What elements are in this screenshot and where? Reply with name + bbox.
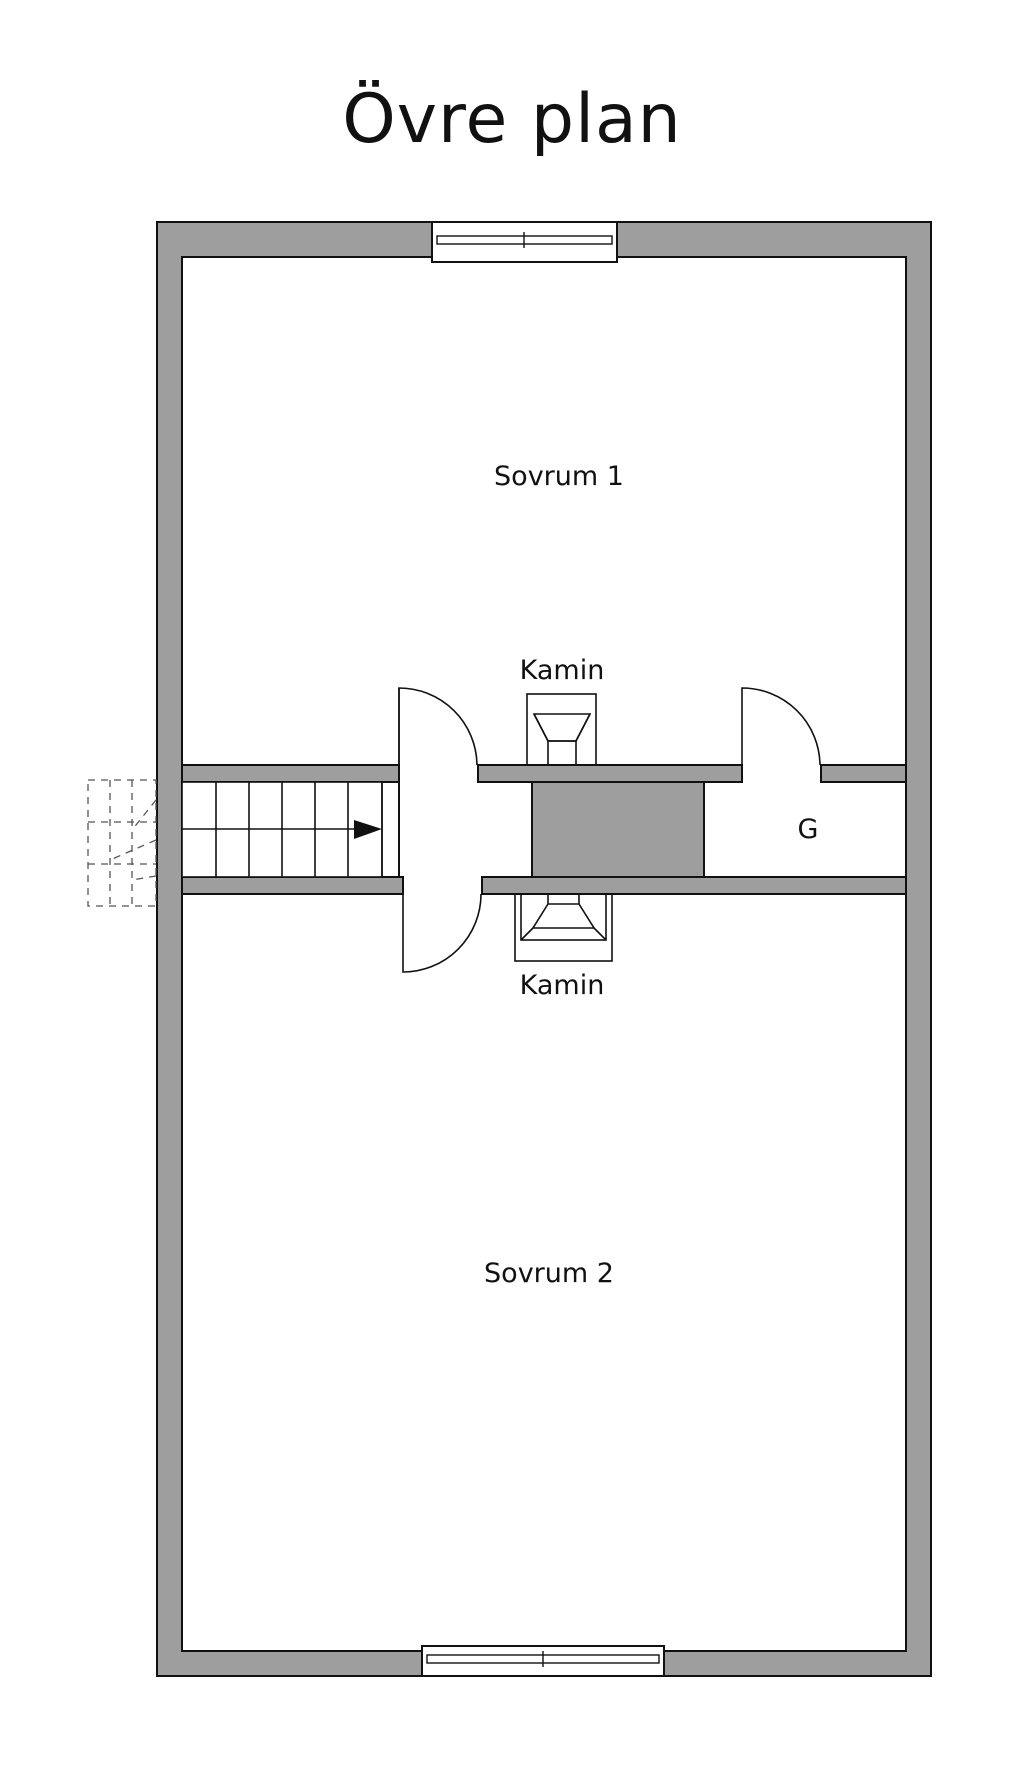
closet-g [398,782,705,877]
window-bottom [421,1645,665,1677]
fireplace-top [526,693,597,766]
room-label-sovrum2: Sovrum 2 [484,1258,614,1289]
room-label-g: G [798,814,819,845]
fireplace-label-bottom: Kamin [520,970,605,1001]
floor-plan-title: Övre plan [342,80,682,159]
fireplace-label-top: Kamin [520,655,605,686]
interior-walls [181,764,907,895]
stair-dashed-outline [87,779,157,907]
window-top [431,221,618,263]
exterior-walls [156,221,932,1677]
stair-direction-arrow-icon [354,820,382,839]
staircase [87,779,383,907]
door-sovrum1 [398,687,478,766]
door-sovrum2 [402,893,482,973]
fireplace-bottom [514,893,613,962]
door-closet-g [741,687,821,766]
room-label-sovrum1: Sovrum 1 [494,461,624,492]
